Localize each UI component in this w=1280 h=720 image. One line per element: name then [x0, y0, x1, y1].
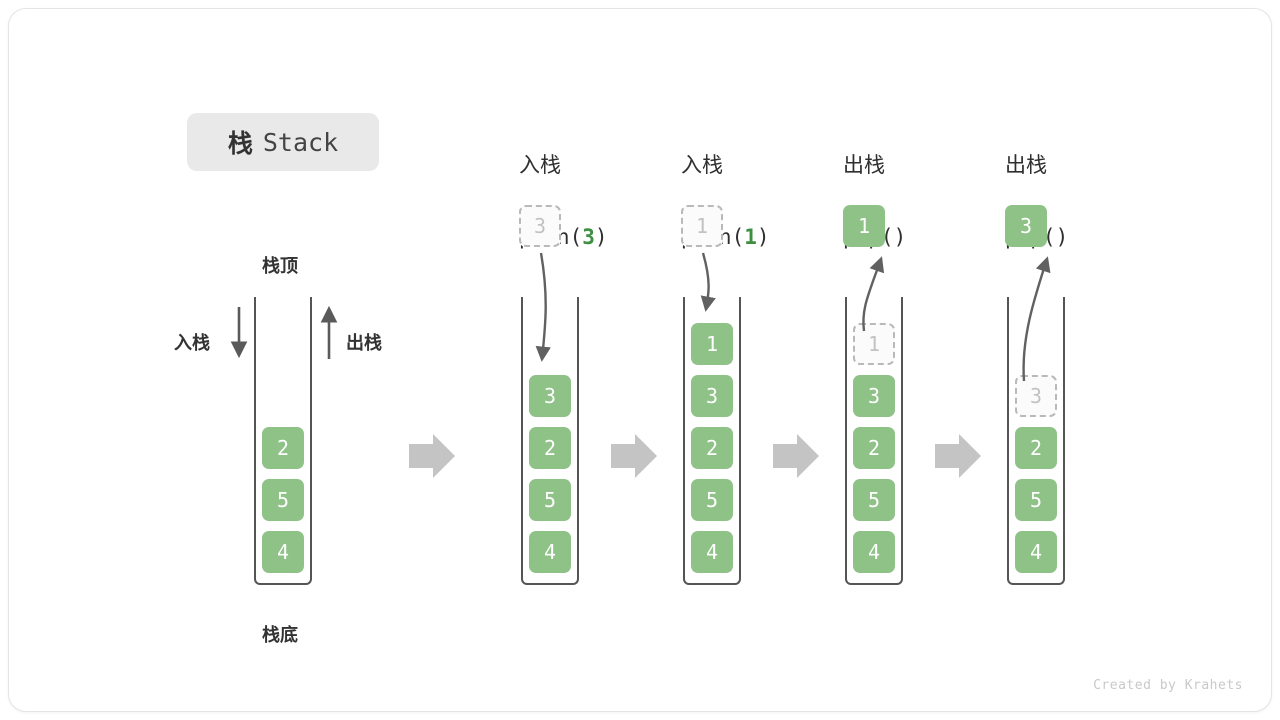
stack-block: 2 [262, 427, 304, 469]
stack-container-push-3 [521, 297, 579, 585]
column-header-pop-1: 出栈 pop() [843, 111, 1023, 289]
stack-block: 2 [853, 427, 895, 469]
code-suffix: ) [756, 225, 770, 249]
code-suffix: ) [893, 225, 907, 249]
stack-block: 2 [691, 427, 733, 469]
floating-block-push-3: 3 [519, 205, 561, 247]
stack-block: 5 [529, 479, 571, 521]
stack-block: 4 [1015, 531, 1057, 573]
stack-block-removed: 3 [1015, 375, 1057, 417]
title-en: Stack [262, 127, 339, 157]
floating-block-push-1: 1 [681, 205, 723, 247]
flow-arrow-4 [935, 434, 981, 478]
label-stack-bottom: 栈底 [262, 625, 298, 645]
code-arg: 1 [744, 225, 757, 249]
column-header-push-1: 入栈 push(1) [681, 111, 861, 289]
column-header-push-3: 入栈 push(3) [519, 111, 699, 289]
floating-block-pop-3: 3 [1005, 205, 1047, 247]
title-badge: 栈 Stack [187, 113, 379, 171]
stack-block: 1 [691, 323, 733, 365]
stack-block: 3 [691, 375, 733, 417]
stack-block: 3 [853, 375, 895, 417]
stack-container-push-1 [683, 297, 741, 585]
label-push-side: 入栈 [174, 333, 210, 353]
code-arg: 3 [582, 225, 595, 249]
code-suffix: ) [1055, 225, 1069, 249]
column-op-label: 入栈 [681, 154, 723, 177]
stack-block: 2 [1015, 427, 1057, 469]
stack-block: 4 [529, 531, 571, 573]
stack-block: 5 [853, 479, 895, 521]
stack-block: 4 [262, 531, 304, 573]
flow-arrow-2 [611, 434, 657, 478]
flow-arrow-1 [409, 434, 455, 478]
code-suffix: ) [594, 225, 608, 249]
floating-block-pop-1: 1 [843, 205, 885, 247]
diagram-card: 栈 Stack 栈顶 栈底 入栈 出栈 入栈 push(3) 入栈 push(1)… [8, 8, 1272, 712]
column-header-pop-3: 出栈 pop() [1005, 111, 1185, 289]
column-op-label: 出栈 [1005, 154, 1047, 177]
label-stack-top: 栈顶 [262, 256, 298, 276]
stack-block-removed: 1 [853, 323, 895, 365]
stack-block: 2 [529, 427, 571, 469]
stack-block: 4 [853, 531, 895, 573]
label-pop-side: 出栈 [346, 333, 382, 353]
stack-block: 5 [691, 479, 733, 521]
stack-container-initial [254, 297, 312, 585]
stack-block: 5 [262, 479, 304, 521]
stack-container-pop-1 [845, 297, 903, 585]
title-zh: 栈 [227, 130, 253, 158]
diagram-stage: 栈 Stack 栈顶 栈底 入栈 出栈 入栈 push(3) 入栈 push(1)… [9, 9, 1271, 711]
stack-container-pop-3 [1007, 297, 1065, 585]
stack-block: 3 [529, 375, 571, 417]
flow-arrow-3 [773, 434, 819, 478]
stack-block: 5 [1015, 479, 1057, 521]
stack-block: 4 [691, 531, 733, 573]
footer-credit: Created by Krahets [1093, 678, 1243, 693]
column-op-label: 出栈 [843, 154, 885, 177]
column-op-label: 入栈 [519, 154, 561, 177]
